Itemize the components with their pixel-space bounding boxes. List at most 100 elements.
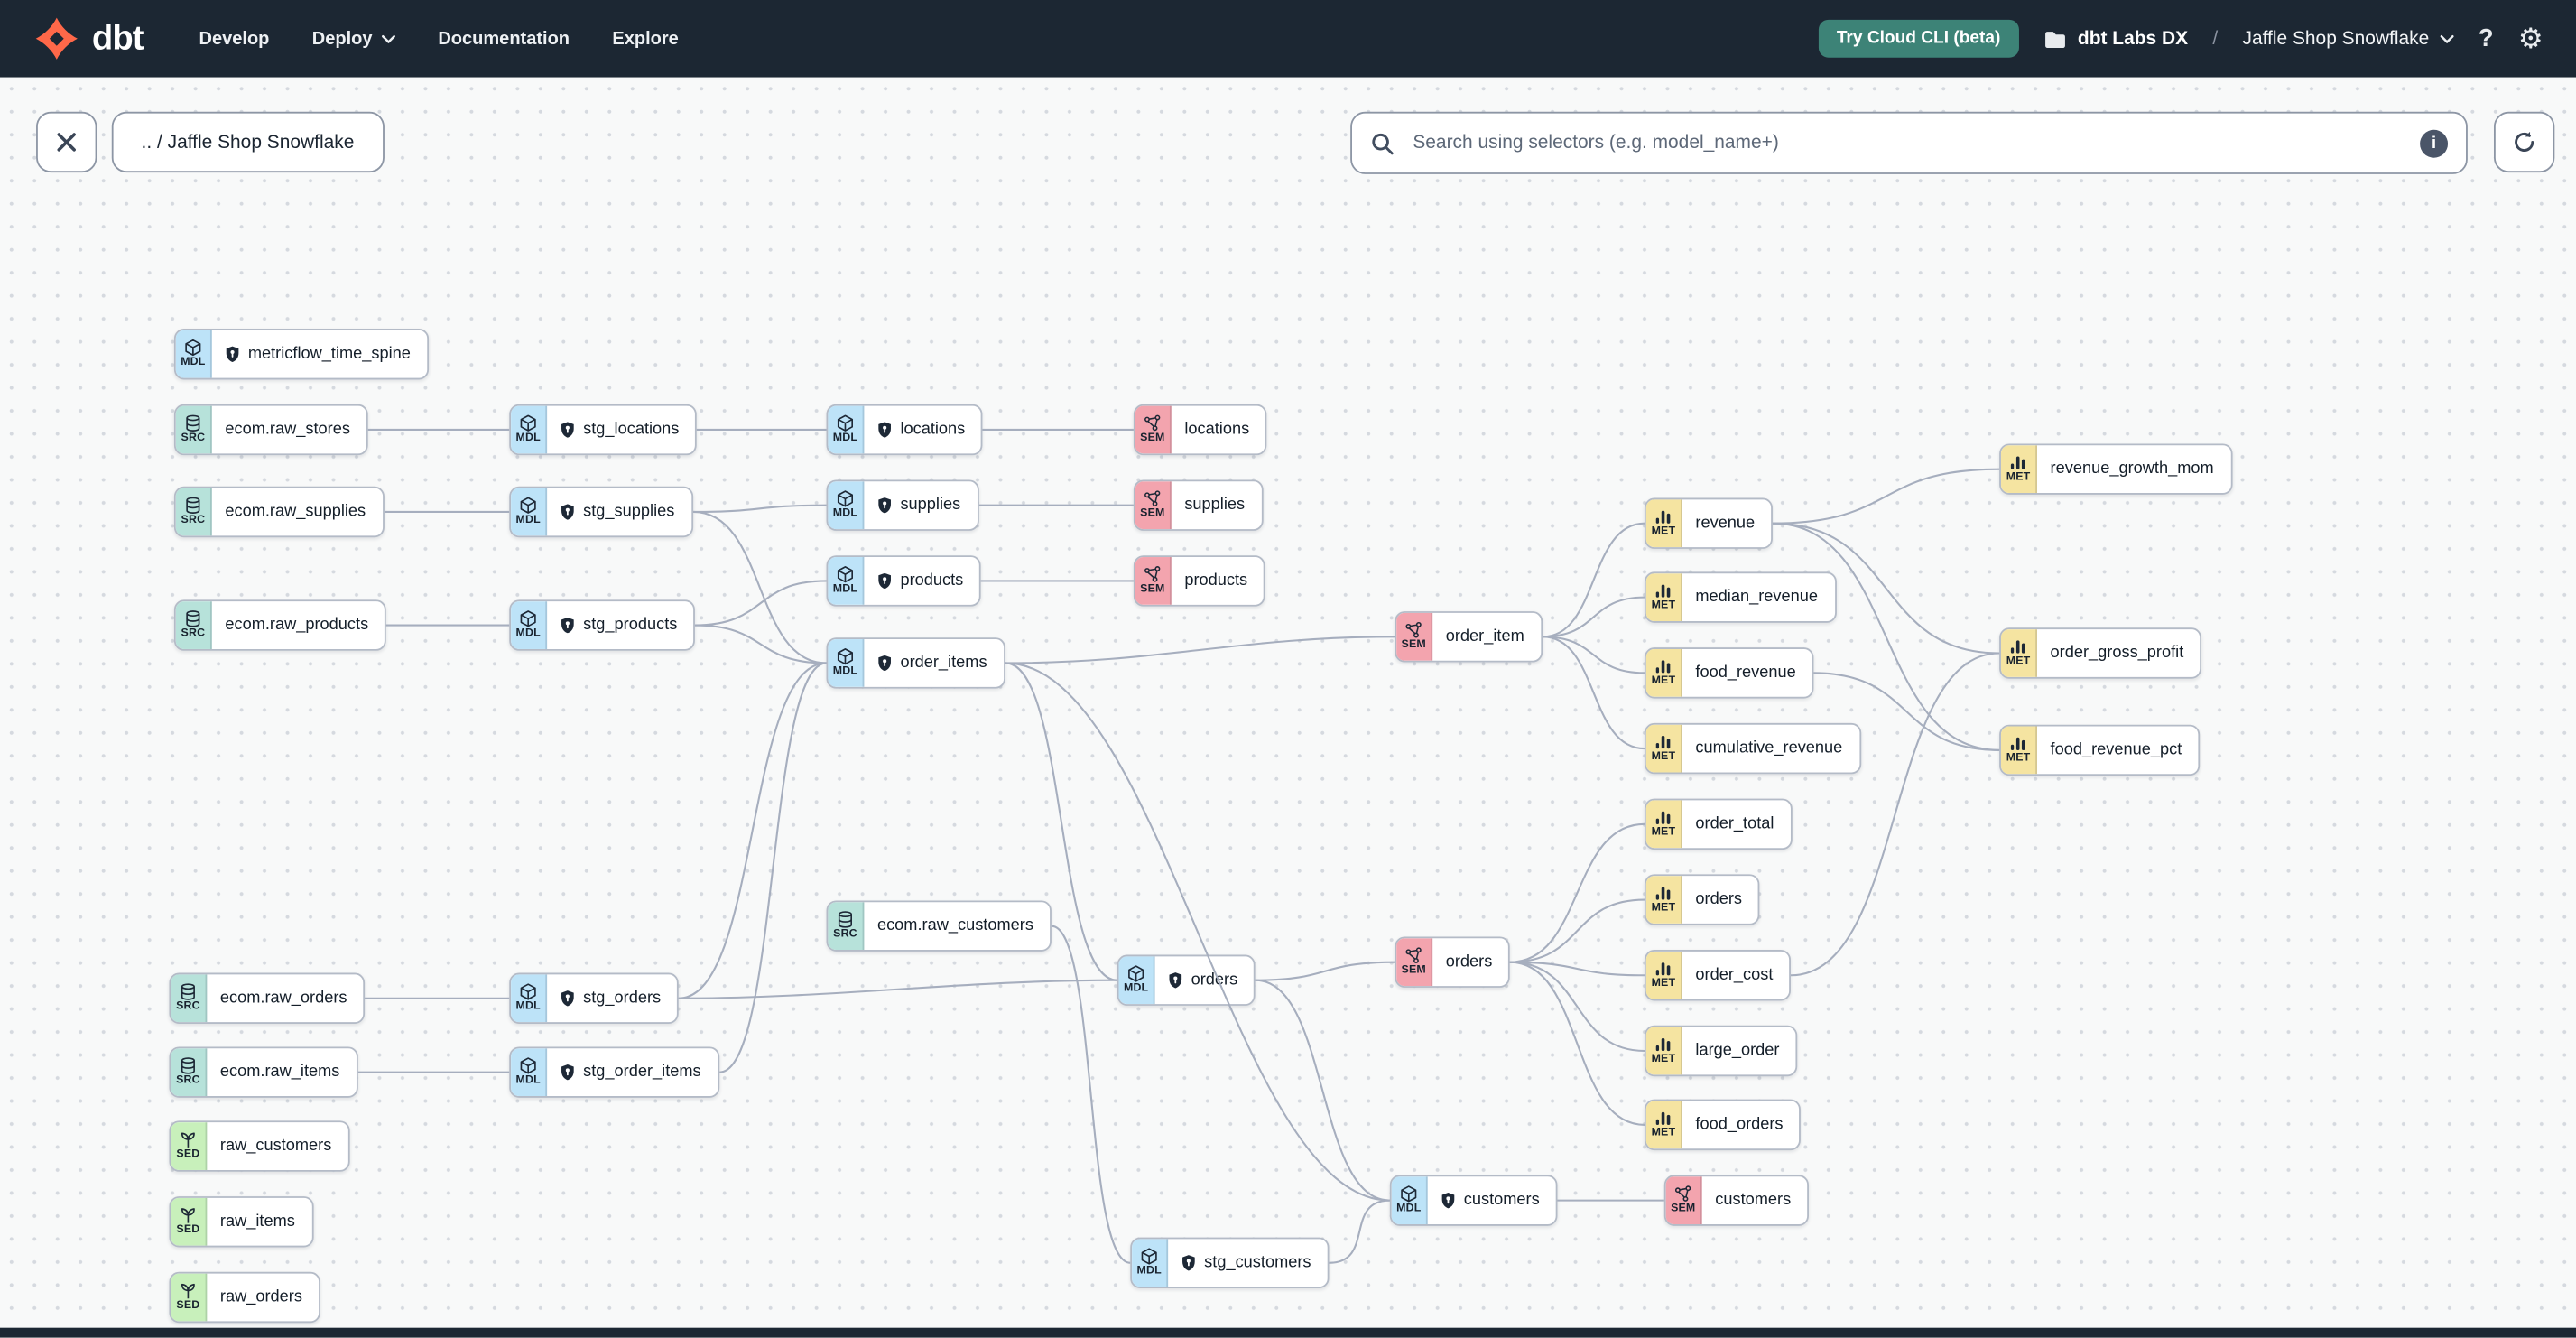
node-body: ecom.raw_products: [212, 601, 385, 649]
nav-item-deploy[interactable]: Deploy: [312, 29, 395, 49]
node-type-tile: MDL: [511, 974, 548, 1023]
node-label: ecom.raw_customers: [876, 916, 1033, 935]
search-input[interactable]: [1409, 131, 2405, 155]
account-switcher[interactable]: dbt Labs DX: [2043, 29, 2188, 49]
model-icon: [520, 610, 536, 627]
node-body: order_item: [1432, 613, 1541, 661]
bottom-edge-bar: [0, 1327, 2576, 1338]
project-selector[interactable]: Jaffle Shop Snowflake: [2242, 29, 2453, 49]
try-cloud-cli-button[interactable]: Try Cloud CLI (beta): [1818, 20, 2019, 58]
search-icon: [1372, 133, 1394, 154]
access-shield-icon: [878, 655, 891, 672]
node-label: ecom.raw_items: [219, 1063, 340, 1082]
metric-chart-icon: [2010, 640, 2025, 654]
node-body: metricflow_time_spine: [212, 330, 427, 378]
dbt-logo[interactable]: dbt: [32, 14, 144, 62]
lineage-breadcrumb[interactable]: .. / Jaffle Shop Snowflake: [111, 111, 385, 173]
node-type-badge: MET: [1651, 902, 1676, 915]
node-type-tile: SEM: [1135, 557, 1172, 605]
graph-node-mdl_stg_orders[interactable]: MDL stg_orders: [509, 972, 680, 1024]
shield-icon: [561, 1064, 575, 1082]
shield-icon: [561, 617, 575, 635]
node-body: ecom.raw_stores: [212, 406, 366, 454]
node-label: stg_orders: [583, 989, 662, 1008]
node-type-badge: MDL: [1396, 1203, 1422, 1215]
nav-item-explore[interactable]: Explore: [612, 28, 679, 49]
node-type-tile: MDL: [175, 330, 212, 378]
node-label: stg_locations: [583, 420, 680, 439]
node-body: orders: [1155, 956, 1255, 1004]
close-lineage-button[interactable]: [36, 111, 97, 173]
info-icon[interactable]: i: [2420, 128, 2449, 157]
node-type-tile: MET: [1645, 876, 1682, 924]
node-label: order_cost: [1695, 966, 1774, 985]
refresh-button[interactable]: [2493, 111, 2555, 173]
source-database-icon: [838, 911, 853, 928]
semantic-model-icon: [1144, 490, 1161, 507]
help-icon[interactable]: ?: [2478, 24, 2494, 53]
gear-icon[interactable]: ⚙: [2517, 23, 2544, 55]
nav-item-develop[interactable]: Develop: [199, 28, 270, 49]
graph-node-met_order_cost[interactable]: MET order_cost: [1644, 950, 1792, 1001]
node-type-badge: SED: [176, 1148, 200, 1161]
nav-item-documentation[interactable]: Documentation: [438, 28, 570, 49]
shield-icon: [877, 571, 892, 590]
shield-icon: [1441, 1192, 1455, 1210]
node-type-badge: MET: [1651, 826, 1676, 839]
node-body: ecom.raw_supplies: [212, 488, 383, 536]
seed-sprout-icon: [181, 1284, 195, 1299]
node-type-badge: MDL: [832, 583, 858, 596]
access-shield-icon: [226, 346, 239, 362]
semantic-model-icon: [1144, 414, 1161, 432]
node-body: ecom.raw_customers: [864, 902, 1050, 950]
node-type-tile: SED: [171, 1122, 208, 1170]
node-type-badge: MET: [1651, 978, 1676, 990]
lineage-canvas[interactable]: [0, 77, 2576, 1338]
node-type-tile: MDL: [828, 405, 865, 454]
node-label: median_revenue: [1695, 588, 1818, 607]
node-body: revenue_growth_mom: [2037, 445, 2230, 493]
node-type-badge: SEM: [1140, 507, 1165, 520]
shield-icon: [1168, 971, 1182, 990]
node-type-badge: MDL: [515, 1000, 541, 1013]
